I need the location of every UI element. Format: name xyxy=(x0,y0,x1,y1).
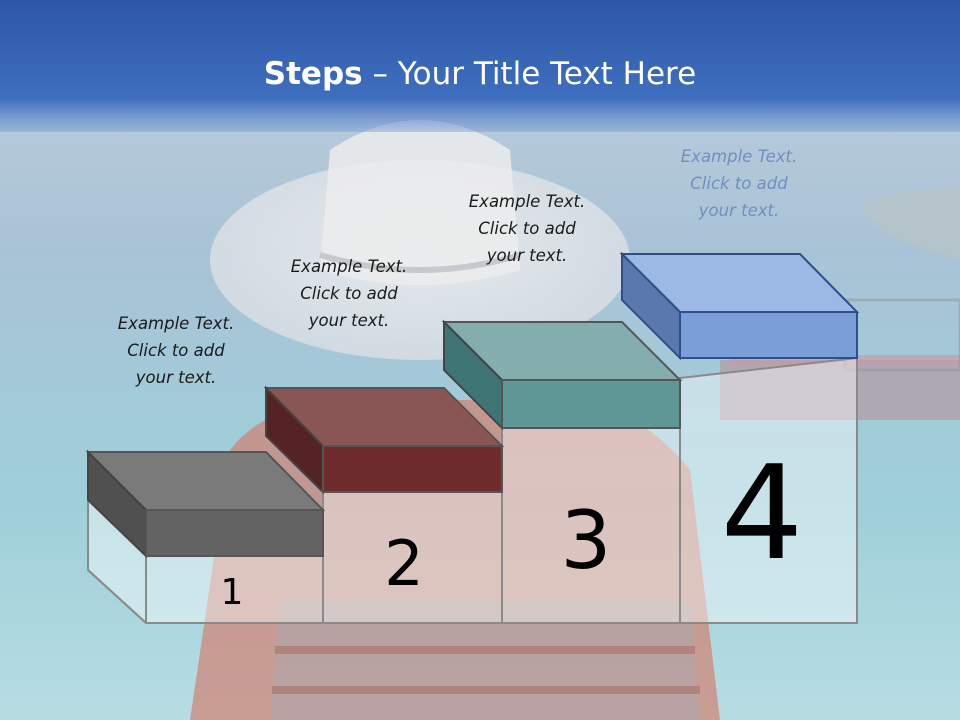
step-3-block[interactable] xyxy=(441,319,683,431)
step-4-block[interactable] xyxy=(619,251,860,361)
step-2-number: 2 xyxy=(384,527,423,600)
step-1-face xyxy=(145,509,324,557)
step-2-face xyxy=(322,445,503,493)
step-1-block[interactable] xyxy=(85,449,326,559)
slide-title[interactable]: Steps – Your Title Text Here xyxy=(0,52,960,96)
step-2-block[interactable] xyxy=(263,385,505,495)
step-2-caption[interactable]: Example Text. Click to add your text. xyxy=(290,257,408,330)
step-3-caption[interactable]: Example Text. Click to add your text. xyxy=(468,192,586,265)
step-4-caption[interactable]: Example Text. Click to add your text. xyxy=(680,147,798,220)
title-rest: – Your Title Text Here xyxy=(362,56,697,92)
step-3-number: 3 xyxy=(561,494,612,587)
step-1-caption[interactable]: Example Text. Click to add your text. xyxy=(117,314,235,387)
step-4-face xyxy=(679,311,858,359)
step-3-face xyxy=(501,379,681,429)
step-1-number: 1 xyxy=(221,572,244,613)
step-4-number: 4 xyxy=(721,437,804,589)
title-bold: Steps xyxy=(263,56,363,92)
